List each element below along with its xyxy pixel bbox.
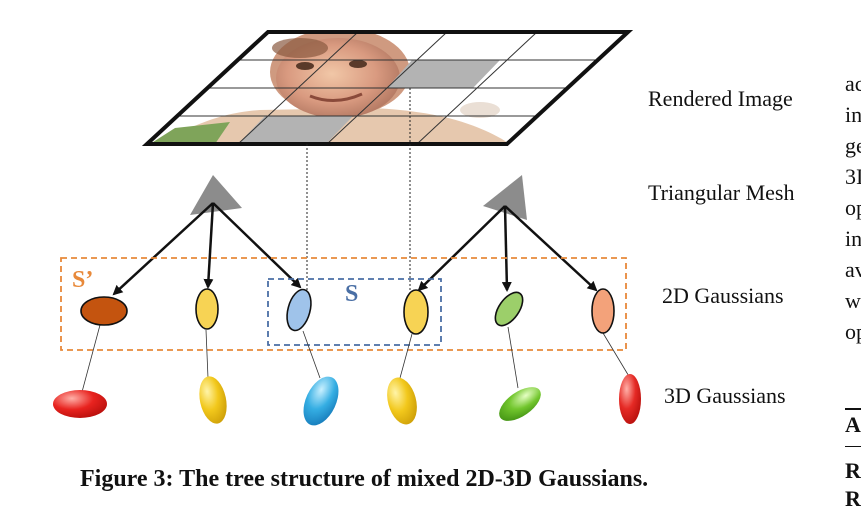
side-text-line: ge <box>845 133 861 158</box>
gaussians-3d-row <box>53 374 641 426</box>
gaussian-3d <box>499 387 541 421</box>
side-text-line: in <box>845 226 861 251</box>
side-table-cell: R <box>845 458 861 483</box>
s-label: S <box>345 281 358 307</box>
s-prime-label: S’ <box>72 267 93 293</box>
gaussian-3d <box>619 374 641 424</box>
gaussians-2d-row <box>80 288 615 335</box>
label-2d-gaussians: 2D Gaussians <box>662 283 784 308</box>
s-set-box <box>267 278 442 346</box>
side-text-line: op <box>845 319 861 344</box>
mesh-triangle <box>483 175 527 220</box>
gaussian-3d <box>387 377 417 425</box>
side-table-cell: A <box>845 412 861 437</box>
gaussian-2d <box>494 291 524 327</box>
gaussian-2d <box>195 288 219 330</box>
figure-caption: Figure 3: The tree structure of mixed 2D… <box>80 466 649 492</box>
selected-cell <box>238 116 353 144</box>
mesh-triangle <box>190 175 242 215</box>
side-table-cell: R <box>845 486 861 511</box>
gaussian-3d <box>303 376 339 426</box>
s-prime-set-box <box>60 257 627 351</box>
image-grid <box>177 31 598 145</box>
side-text-line: op <box>845 195 861 220</box>
selected-cell <box>387 60 500 88</box>
side-text-line: 3I <box>845 164 861 189</box>
label-triangular-mesh: Triangular Mesh <box>648 180 795 205</box>
side-text-line: av <box>845 257 861 282</box>
gaussian-3d <box>199 376 227 424</box>
gaussian-2d <box>286 288 312 332</box>
gaussian-2d <box>403 289 429 335</box>
table-rule <box>845 446 861 447</box>
gaussian-links <box>81 324 631 393</box>
gaussian-3d <box>53 390 107 418</box>
table-rule <box>845 408 861 410</box>
side-text-line: ac <box>845 71 861 96</box>
side-text-line: in <box>845 102 861 127</box>
tree-edges <box>112 202 598 296</box>
side-text-line: w <box>845 288 861 313</box>
face-image <box>150 32 510 144</box>
gaussian-2d <box>591 288 615 334</box>
gaussian-2d <box>80 296 128 326</box>
rendered-image-plane <box>141 30 634 146</box>
label-3d-gaussians: 3D Gaussians <box>664 383 786 408</box>
label-rendered-image: Rendered Image <box>648 86 793 111</box>
